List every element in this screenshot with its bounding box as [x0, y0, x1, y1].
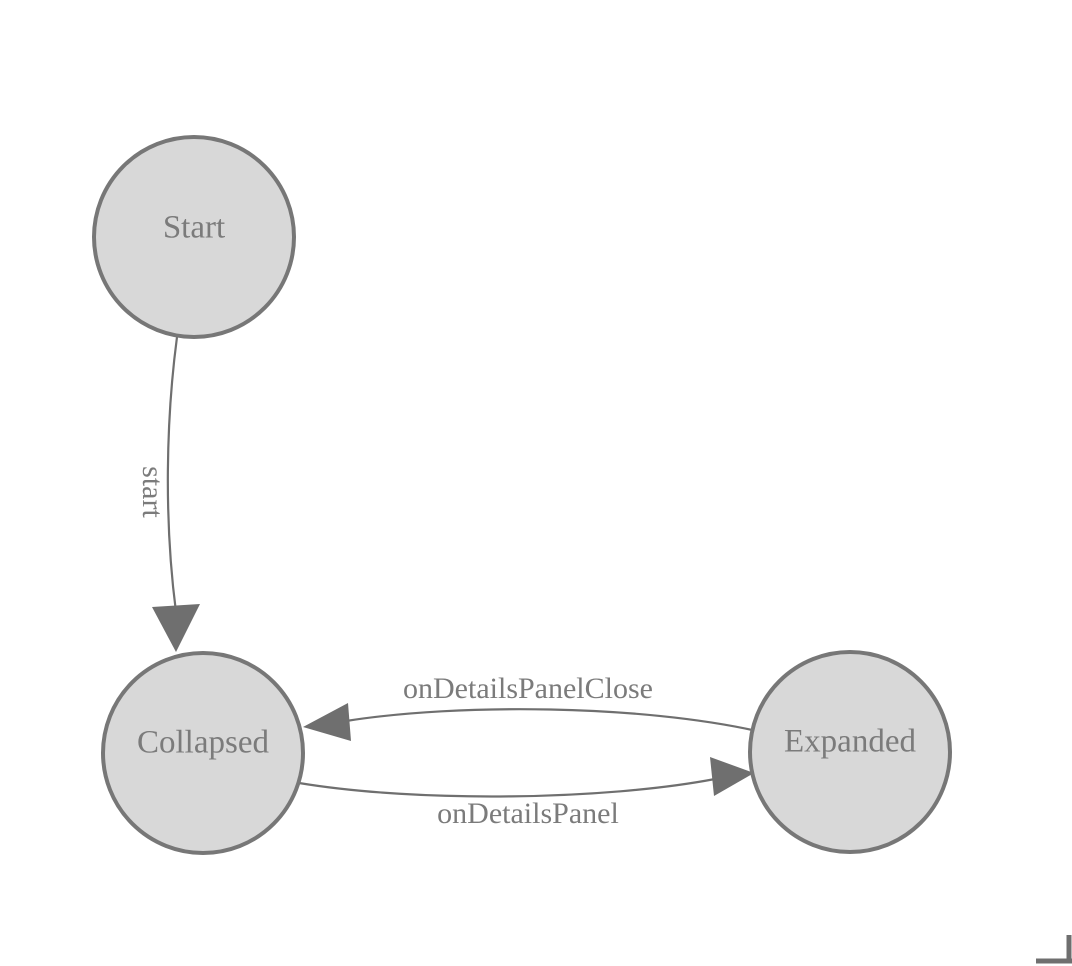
node-collapsed[interactable]: Collapsed	[101, 651, 305, 855]
arrowhead-into-expanded-left	[710, 757, 754, 796]
node-expanded-label: Expanded	[784, 724, 916, 760]
node-start[interactable]: Start	[92, 135, 296, 339]
edge-collapsed-to-expanded[interactable]	[297, 757, 754, 798]
edge-label-on-details-panel: onDetailsPanel	[437, 797, 619, 830]
edge-path-collapsed-to-expanded	[297, 777, 717, 798]
edge-path-start-to-collapsed	[166, 335, 179, 614]
edge-label-start: start	[136, 466, 169, 518]
node-expanded[interactable]: Expanded	[748, 650, 952, 854]
arrowhead-into-collapsed-right	[303, 703, 351, 741]
edge-start-to-collapsed[interactable]	[152, 335, 200, 652]
crop-corner-mark	[1036, 935, 1072, 964]
edge-path-expanded-to-collapsed	[344, 708, 759, 733]
node-expanded-circle	[748, 650, 952, 854]
node-collapsed-label: Collapsed	[137, 725, 269, 761]
node-start-circle	[92, 135, 296, 339]
edge-label-on-details-panel-close: onDetailsPanelClose	[403, 672, 653, 705]
node-start-label: Start	[163, 210, 225, 246]
edge-expanded-to-collapsed[interactable]	[303, 703, 759, 741]
node-collapsed-circle	[101, 651, 305, 855]
arrowhead-into-collapsed-top	[152, 604, 200, 652]
